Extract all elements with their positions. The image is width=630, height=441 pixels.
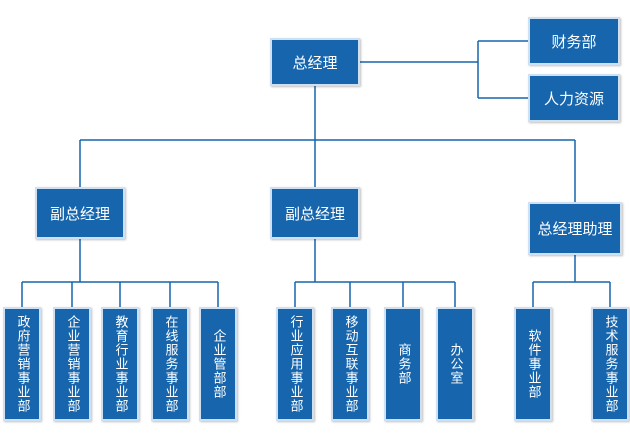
dept-software: 软件事业部 [514, 307, 552, 421]
dept-label: 政府营销事业部 [14, 315, 30, 413]
dept-label: 企业管部部 [210, 329, 226, 399]
dept-label: 移动互联事业部 [342, 315, 358, 413]
finance-label: 财务部 [551, 32, 597, 51]
dept-education: 教育行业事业部 [101, 307, 139, 421]
dept-mobile-internet: 移动互联事业部 [331, 307, 369, 421]
dept-industry-application: 行业应用事业部 [276, 307, 314, 421]
vp1-label: 副总经理 [49, 204, 110, 223]
dept-office: 办公室 [436, 307, 474, 421]
vp2-box: 副总经理 [270, 187, 360, 239]
vp2-label: 副总经理 [284, 204, 345, 223]
dept-gov-marketing: 政府营销事业部 [3, 307, 41, 421]
finance-box: 财务部 [528, 17, 620, 65]
dept-tech-service: 技术服务事业部 [591, 307, 629, 421]
ceo-box: 总经理 [270, 38, 360, 86]
dept-label: 行业应用事业部 [287, 315, 303, 413]
hr-box: 人力资源 [528, 74, 620, 122]
dept-label: 教育行业事业部 [112, 315, 128, 413]
dept-enterprise-management: 企业管部部 [199, 307, 237, 421]
vp1-box: 副总经理 [35, 187, 125, 239]
dept-label: 技术服务事业部 [602, 315, 618, 413]
dept-online-service: 在线服务事业部 [151, 307, 189, 421]
dept-label: 办公室 [447, 343, 463, 385]
dept-business: 商务部 [384, 307, 422, 421]
dept-enterprise-marketing: 企业营销事业部 [53, 307, 91, 421]
ceo-label: 总经理 [292, 53, 338, 72]
dept-label: 软件事业部 [525, 329, 541, 399]
assistant-label: 总经理助理 [537, 220, 613, 238]
hr-label: 人力资源 [543, 89, 604, 108]
dept-label: 在线服务事业部 [162, 315, 178, 413]
dept-label: 商务部 [395, 343, 411, 385]
dept-label: 企业营销事业部 [64, 315, 80, 413]
assistant-box: 总经理助理 [528, 202, 622, 255]
